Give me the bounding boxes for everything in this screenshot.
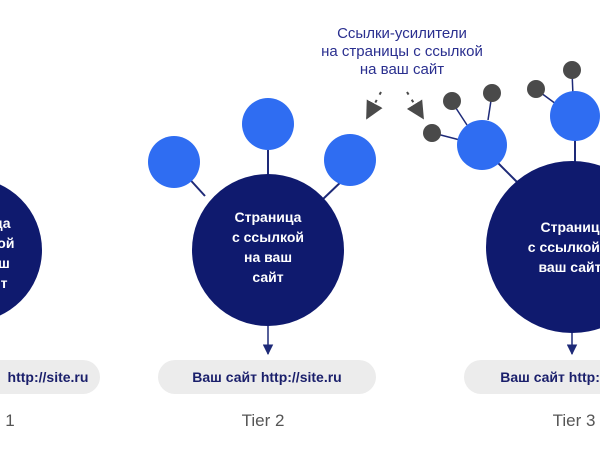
tier-1-page-line-2: лкой <box>0 235 14 251</box>
tier-3-site-label: Ваш сайт http:/ <box>500 369 600 385</box>
tier-2-child-circle-left <box>148 136 200 188</box>
tier-2-page-line-2: с ссылкой <box>232 229 304 245</box>
annotation-line-1: Ссылки-усилители <box>337 25 467 42</box>
tier-3-page-line-2: с ссылкой н <box>528 239 600 255</box>
tier-1-page-line-4: т <box>1 275 8 291</box>
tier-3-booster-dot-2 <box>443 92 461 110</box>
tier-3-page-circle <box>486 161 600 333</box>
tier-2-page-line-4: сайт <box>252 269 283 285</box>
tier-3-booster-dot-4 <box>527 80 545 98</box>
tier-2-page-line-1: Страница <box>235 209 302 225</box>
tier-3-child-circle-top <box>550 91 600 141</box>
tier-3-site-pill <box>464 360 600 394</box>
tier-3-page-line-1: Страниц <box>541 219 600 235</box>
annotation-line-2: на страницы с ссылкой <box>321 43 483 60</box>
tier-3-booster-dot-1 <box>423 124 441 142</box>
tier-3-label: Tier 3 <box>553 411 596 430</box>
tier-3-group: Страниц с ссылкой н ваш сайт Ваш сайт ht… <box>423 61 600 430</box>
tier-2-page-circle <box>192 174 344 326</box>
tier-2-label: Tier 2 <box>242 411 285 430</box>
tier-2-group: Страница с ссылкой на ваш сайт Ваш сайт … <box>148 98 376 430</box>
tier-3-child-circle-left <box>457 120 507 170</box>
tier-3-page-line-3: ваш сайт <box>539 259 600 275</box>
tier-1-site-pill <box>0 360 100 394</box>
tier-3-booster-dot-3 <box>483 84 501 102</box>
tier-3-booster-dot-5 <box>563 61 581 79</box>
tier-1-page-circle <box>0 184 42 316</box>
tier-2-child-circle-top <box>242 98 294 150</box>
annotation-arrow-right <box>406 91 424 120</box>
annotation-arrow-left <box>366 91 383 120</box>
tier-1-site-label: http://site.ru <box>8 369 89 385</box>
tier-1-page-line-3: ш <box>0 255 10 271</box>
tier-1-label: 1 <box>5 411 14 430</box>
booster-annotation: Ссылки-усилители на страницы с ссылкой н… <box>321 25 483 120</box>
tier-2-page-line-3: на ваш <box>244 249 292 265</box>
tier-2-site-label: Ваш сайт http://site.ru <box>192 369 341 385</box>
annotation-line-3: на ваш сайт <box>360 61 444 78</box>
tier-1-page-line-1: ица <box>0 215 11 231</box>
tier-2-site-pill <box>158 360 376 394</box>
tier-1-group: ица лкой ш т http://site.ru 1 <box>0 184 100 430</box>
tier-2-child-circle-right <box>324 134 376 186</box>
